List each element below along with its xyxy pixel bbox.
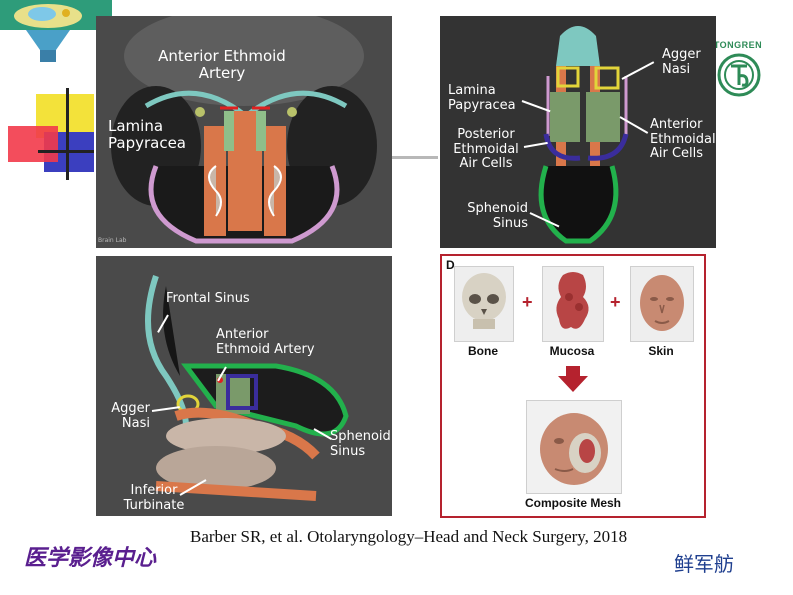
citation-text: Barber SR, et al. Otolaryngology–Head an…: [190, 527, 628, 546]
corner-logo: [0, 0, 112, 62]
label-lamina-papyracea: Lamina Papyracea: [108, 117, 186, 152]
mesh-panel: D Bone + Mucosa + Skin: [440, 254, 706, 518]
footer-right-author: 鲜军舫: [674, 552, 734, 576]
sagittal-ct-panel: Frontal Sinus Anterior Ethmoid Artery Ag…: [96, 256, 392, 516]
mucosa-icon: [556, 272, 589, 329]
arrow-down-icon: [558, 366, 588, 392]
watermark-text: Brain Lab: [98, 237, 127, 244]
label-anterior-ethmoid-artery-sag: Anterior Ethmoid Artery: [216, 327, 315, 357]
axial-ct-image: [440, 16, 716, 248]
tongren-logo-text: TONGREN: [713, 40, 763, 50]
skull-icon: [462, 273, 506, 329]
red-square: [8, 126, 58, 162]
horizontal-line: [38, 150, 94, 153]
composite-tile: [526, 400, 622, 494]
label-sphenoid-sinus-sag: Sphenoid Sinus: [330, 429, 391, 459]
coronal-ct-image: [96, 16, 392, 248]
bone-caption: Bone: [468, 344, 498, 358]
label-sphenoid-sinus-axial: Sphenoid Sinus: [467, 201, 528, 231]
plus-icon-2: +: [610, 292, 621, 312]
plus-icon-1: +: [522, 292, 533, 312]
label-posterior-ethmoidal: Posterior Ethmoidal Air Cells: [453, 127, 519, 172]
bone-tile: [454, 266, 514, 342]
composite-head-icon: [540, 413, 608, 485]
tongren-logo: TONGREN: [710, 40, 766, 106]
skin-caption: Skin: [648, 344, 674, 358]
mucosa-caption: Mucosa: [549, 344, 595, 358]
decorative-squares: [8, 88, 98, 180]
mucosa-tile: [542, 266, 604, 342]
skin-tile: [630, 266, 694, 342]
panel-letter: D: [446, 258, 455, 272]
label-agger-nasi: Agger Nasi: [662, 47, 701, 77]
label-frontal-sinus: Frontal Sinus: [166, 291, 250, 306]
vertical-line: [66, 88, 69, 180]
label-anterior-ethmoidal: Anterior Ethmoidal Air Cells: [650, 117, 716, 162]
face-icon: [640, 275, 684, 331]
label-agger-nasi-sag: Agger Nasi: [111, 401, 150, 431]
coronal-ct-panel: Anterior Ethmoid Artery Lamina Papyracea…: [96, 16, 392, 248]
label-inferior-turbinate: Inferior Turbinate: [123, 483, 185, 513]
corner-logo-graphic: [0, 0, 112, 62]
connector-line: [390, 156, 438, 159]
label-anterior-ethmoid-artery: Anterior Ethmoid Artery: [158, 47, 286, 82]
label-lamina-papyracea-axial: Lamina Papyracea: [448, 83, 516, 113]
tongren-seal-icon: [717, 53, 761, 97]
composite-caption: Composite Mesh: [524, 496, 621, 510]
footer-left-title: 医学影像中心: [24, 545, 157, 571]
sagittal-ct-image: [96, 256, 392, 516]
axial-ct-panel: Agger Nasi Lamina Papyracea Posterior Et…: [440, 16, 716, 248]
